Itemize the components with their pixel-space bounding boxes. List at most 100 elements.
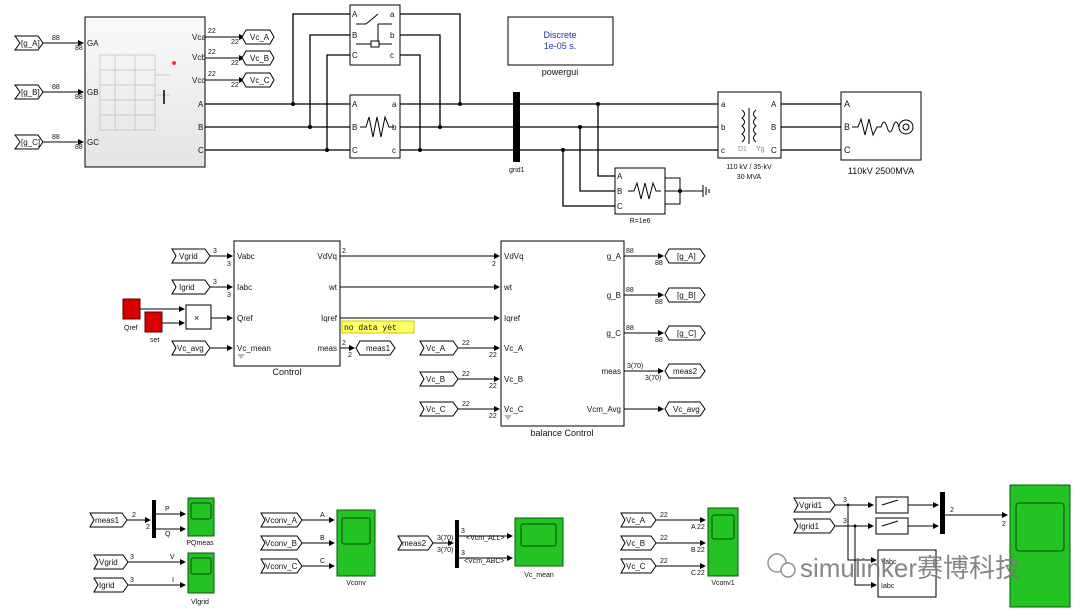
grid-bus-bar[interactable] [513,92,520,162]
from-g-c[interactable]: [g_C] [14,134,44,150]
svg-text:B: B [617,187,622,196]
svg-text:3: 3 [461,550,465,557]
from-vc-avg[interactable]: Vc_avg [171,340,211,356]
constant-set[interactable]: set [144,311,163,344]
svg-text:2: 2 [342,248,346,255]
svg-text:3: 3 [843,497,847,504]
svg-text:Vcc: Vcc [192,76,205,85]
constant-qref[interactable]: Qref [122,298,141,332]
goto-meas1[interactable]: meas1 [355,340,396,356]
svg-text:A: A [844,99,850,109]
from-vgrid[interactable]: Vgrid [171,248,211,264]
svg-text:3: 3 [227,292,231,299]
svg-text:Vc_mean: Vc_mean [237,344,271,353]
from-vc-b-bottom[interactable]: Vc_B [620,535,657,551]
svg-text:22: 22 [660,535,668,542]
inverter-subsystem[interactable]: GA GB GC Vca Vcb Vcc A B C [84,16,206,168]
svg-text:Vc_B: Vc_B [426,375,445,384]
from-vconv-b[interactable]: Vconv_B [260,535,303,551]
goto-vc-c[interactable]: Vc_C [241,72,275,88]
goto-g-a[interactable]: [g_A] [664,248,706,264]
svg-text:c: c [721,146,725,155]
svg-text:c: c [392,146,396,155]
svg-text:22: 22 [231,60,239,67]
three-phase-source[interactable]: A B C 110kV 2500MVA [840,91,922,176]
scope-vc-mean[interactable]: Vc_mean [514,517,564,579]
demux-pq[interactable] [152,500,156,538]
svg-text:22: 22 [697,570,705,577]
product-block[interactable]: × [185,304,212,330]
scope-vconv[interactable]: Vconv [336,509,376,587]
svg-text:no data yet: no data yet [344,324,397,333]
svg-text:g_B: g_B [607,291,621,300]
from-vconv-a[interactable]: Vconv_A [260,512,303,528]
from-igrid1[interactable]: Igrid1 [793,518,836,534]
svg-text:set: set [150,337,159,344]
from-vc-a-bottom[interactable]: Vc_A [620,512,657,528]
svg-text:22: 22 [462,340,470,347]
svg-text:wt: wt [503,283,513,292]
svg-text:88: 88 [52,134,60,141]
goto-g-b[interactable]: [g_B] [664,287,706,303]
from-g-a[interactable]: [g_A] [14,35,44,51]
scope-vlgrid[interactable]: Vlgrid [187,552,215,606]
svg-text:Vc_avg: Vc_avg [673,405,700,414]
transformer-block[interactable]: a b c A B C D1 Yg 110 kV / 35-kV 30 MVA [717,91,782,181]
svg-text:meas: meas [601,367,621,376]
svg-text:Discrete: Discrete [543,30,576,40]
scope-grid[interactable] [1009,484,1071,608]
from-vc-b-mid[interactable]: Vc_B [419,371,459,387]
svg-text:Iabc: Iabc [237,283,252,292]
control-subsystem[interactable]: Vabc Iabc Qref Vc_mean VdVq wt Iqref mea… [233,240,341,377]
svg-text:Igrid1: Igrid1 [799,522,820,531]
svg-text:88: 88 [626,287,634,294]
no-data-yet-label: no data yet [341,320,415,334]
svg-text:B: B [691,547,696,554]
svg-text:88: 88 [52,84,60,91]
svg-text:Vconv_C: Vconv_C [265,562,298,571]
goto-vc-a[interactable]: Vc_A [241,29,275,45]
svg-text:Iqref: Iqref [504,314,521,323]
from-vc-a-mid[interactable]: Vc_A [419,340,459,356]
from-vc-c-mid[interactable]: Vc_C [419,401,459,417]
svg-text:22: 22 [660,512,668,519]
powergui-block[interactable]: Discrete 1e-05 s. powergui [507,16,614,77]
from-vgrid1[interactable]: Vgrid1 [793,497,836,513]
svg-text:Vcm_Avg: Vcm_Avg [587,405,621,414]
svg-text:balance Control: balance Control [530,428,593,438]
goto-vc-b[interactable]: Vc_B [241,50,275,66]
breaker-block[interactable]: A B C a b c [349,4,401,66]
svg-text:[g_B]: [g_B] [21,88,40,97]
mux-grid[interactable] [940,492,945,534]
from-vconv-c[interactable]: Vconv_C [260,558,303,574]
svg-text:<Vcm_ALL>: <Vcm_ALL> [466,535,505,542]
goto-g-c[interactable]: [g_C] [664,325,706,341]
from-g-b[interactable]: [g_B] [14,84,44,100]
balance-control-subsystem[interactable]: VdVq wt Iqref Vc_A Vc_B Vc_C g_A g_B g_C… [500,240,625,438]
svg-text:B: B [320,535,325,542]
from-meas1[interactable]: meas1 [89,512,128,528]
svg-text:3: 3 [213,248,217,255]
svg-text:3: 3 [227,261,231,268]
svg-text:88: 88 [75,45,83,52]
series-rlc-branch[interactable]: A B C a b c [349,94,401,159]
goto-vc-avg[interactable]: Vc_avg [664,401,706,417]
scope-vconv1[interactable]: Vconv1 [707,507,739,587]
goto-meas2[interactable]: meas2 [664,363,706,379]
from-vc-c-bottom[interactable]: Vc_C [620,558,657,574]
from-igrid-bottom[interactable]: Igrid [93,577,129,593]
bus-selector[interactable] [455,520,459,568]
from-meas2[interactable]: meas2 [397,535,434,551]
switch-igrid[interactable] [875,517,909,535]
from-vgrid-bottom[interactable]: Vgrid [93,554,129,570]
switch-vgrid[interactable] [875,496,909,514]
ground-icon [702,185,710,197]
svg-text:22: 22 [231,39,239,46]
resistive-load[interactable]: A B C R=1e6 [614,167,666,225]
abc-to-measurement-block[interactable]: Vabc Iabc [877,549,937,598]
svg-text:Vconv_B: Vconv_B [265,539,297,548]
svg-text:Vgrid1: Vgrid1 [799,501,823,510]
svg-text:2: 2 [348,352,352,359]
from-igrid[interactable]: Igrid [171,279,211,295]
scope-pqmeas[interactable]: PQmeas [186,497,215,547]
